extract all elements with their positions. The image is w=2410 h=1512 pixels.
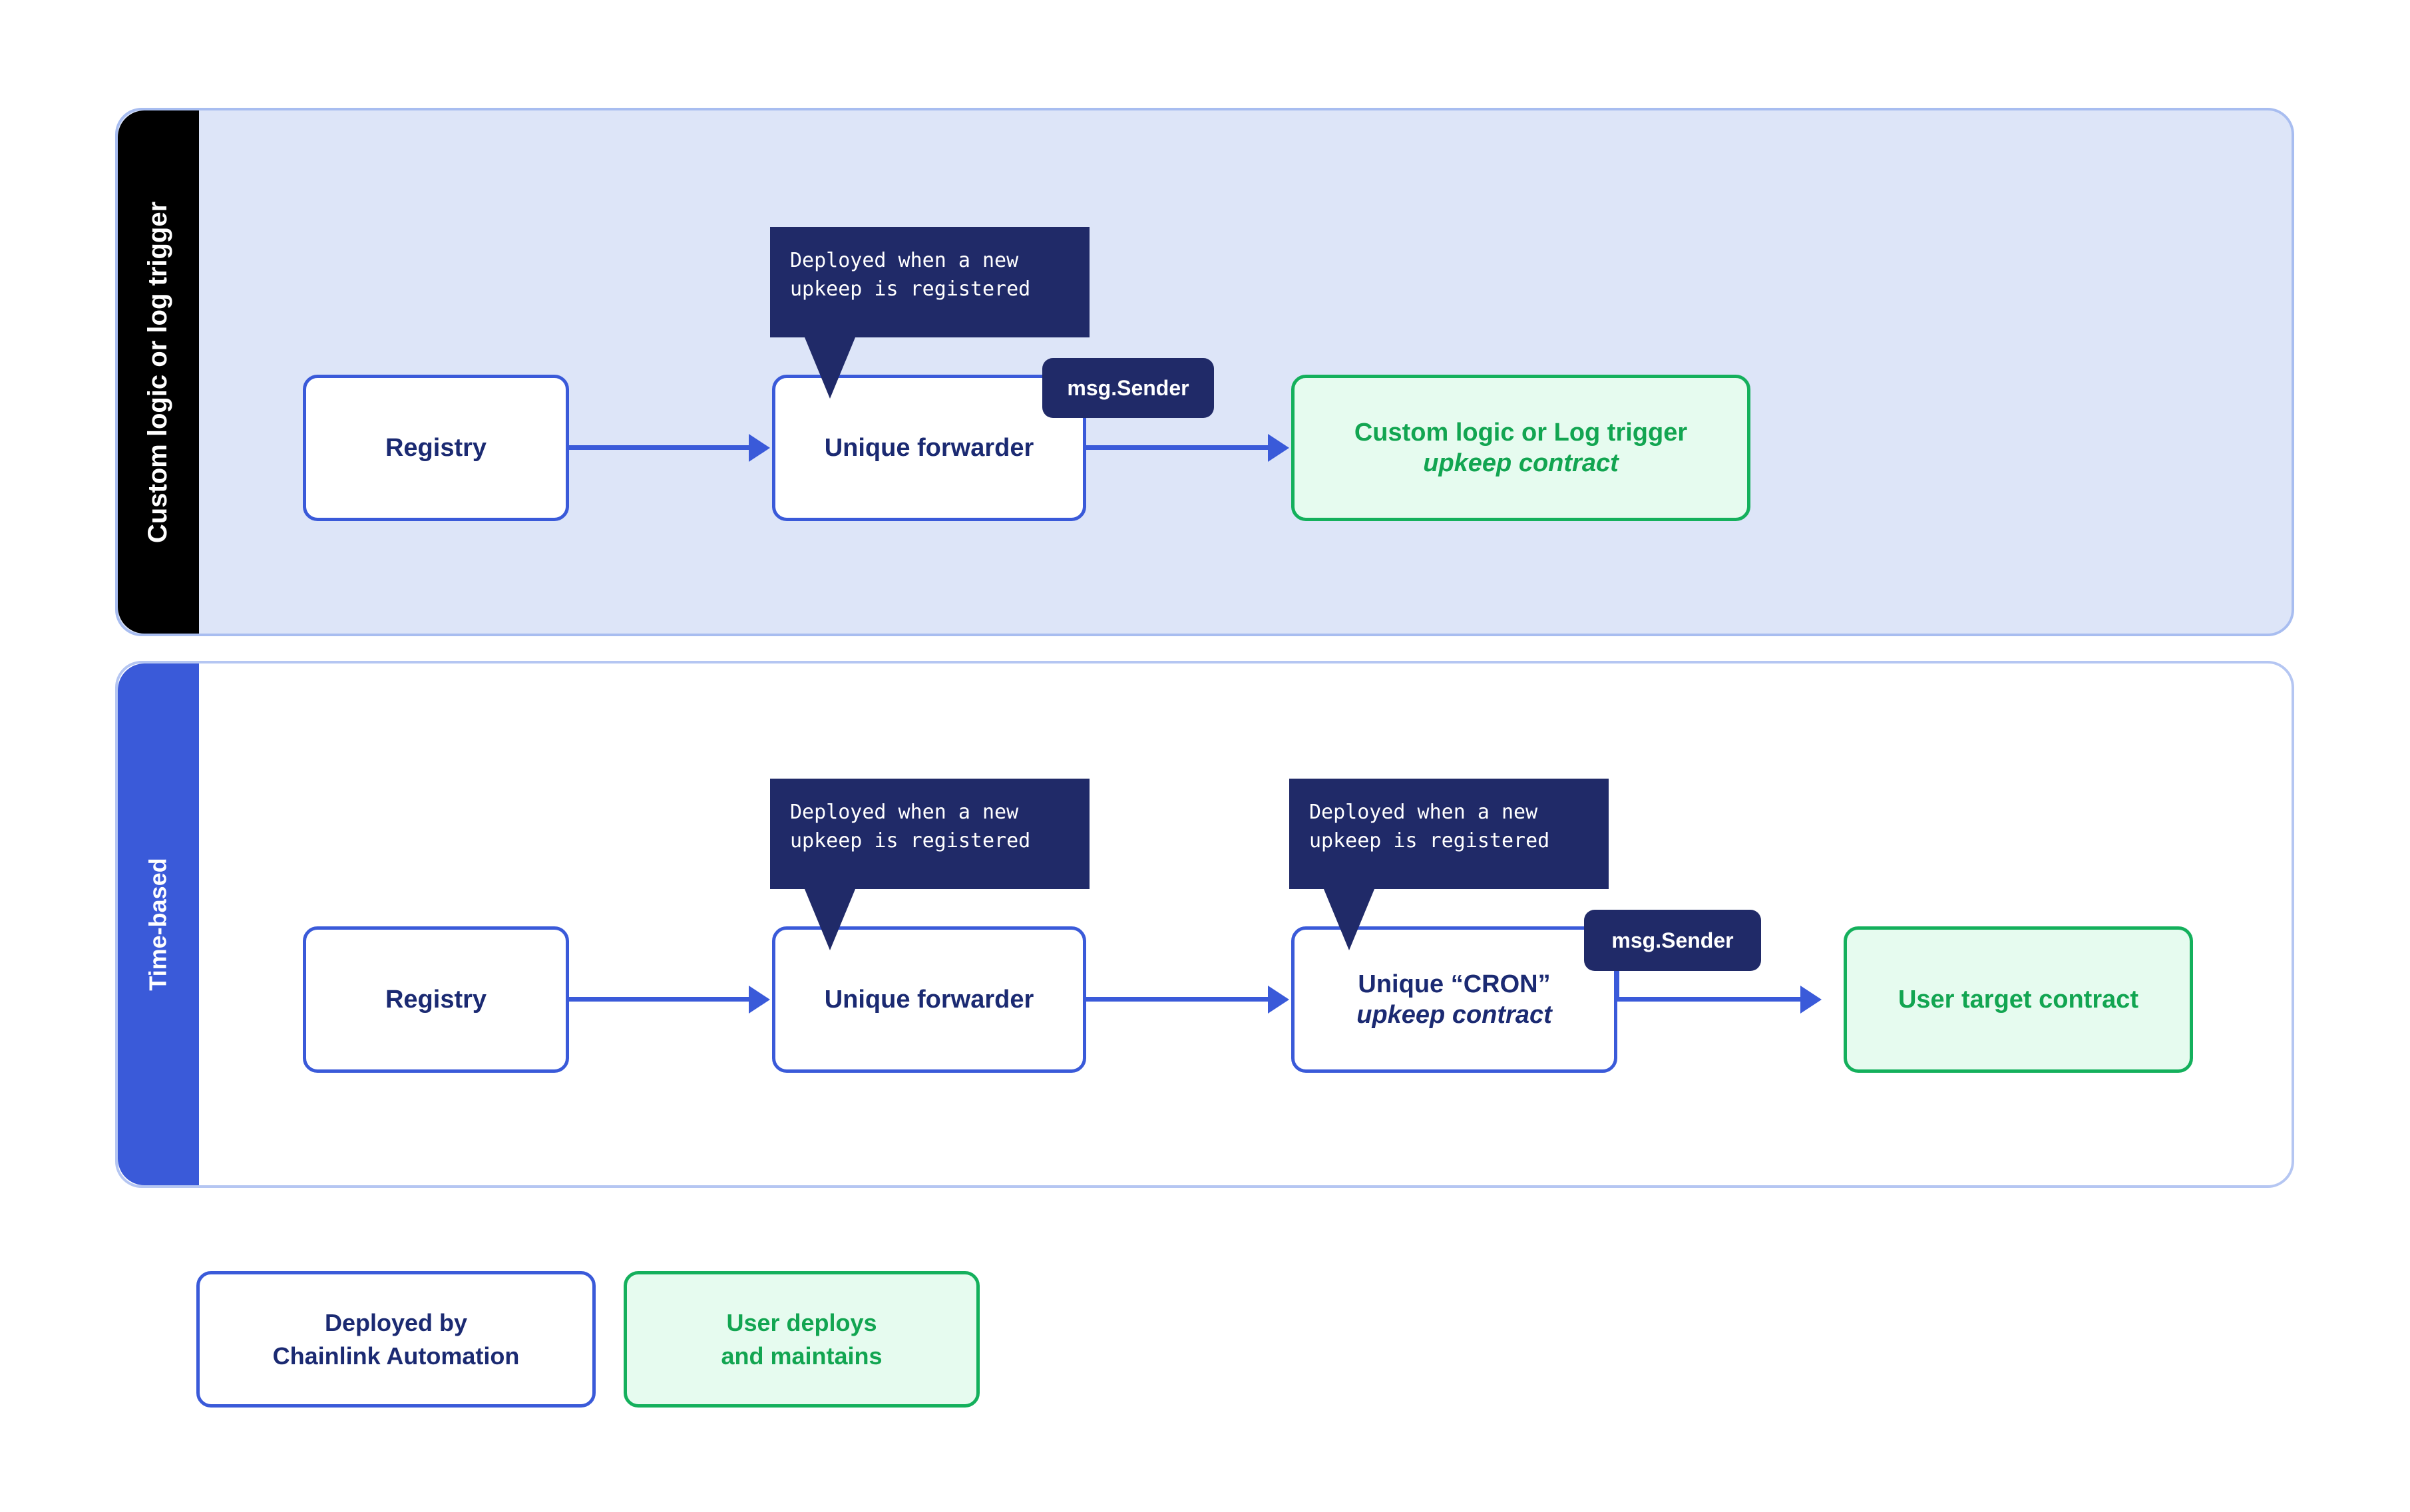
arrow-registry-to-forwarder-lane2 [569, 997, 750, 1002]
node-label: Unique forwarder [824, 433, 1034, 462]
lane-tab-time-based: Time-based [118, 663, 199, 1185]
node-user-target-contract-lane2[interactable]: User target contract [1844, 926, 2193, 1073]
badge-msg-sender-lane1: msg.Sender [1042, 358, 1214, 418]
callout-forwarder-lane1: Deployed when a new upkeep is registered [770, 227, 1090, 399]
badge-msg-sender-lane2: msg.Sender [1584, 910, 1761, 971]
lane-label-custom-logic: Custom logic or log trigger [143, 201, 173, 543]
node-label: Registry [385, 433, 487, 462]
node-label: Registry [385, 985, 487, 1014]
callout-tail-icon [805, 337, 855, 399]
legend-line-1: Deployed by [324, 1308, 468, 1336]
callout-line-2: upkeep is registered [790, 277, 1031, 301]
lane-label-time-based: Time-based [144, 858, 172, 991]
node-registry-lane1[interactable]: Registry [303, 375, 569, 521]
node-upkeep-contract-lane1[interactable]: Custom logic or Log trigger upkeep contr… [1291, 375, 1750, 521]
callout-line-2: upkeep is registered [1309, 829, 1550, 852]
legend-line-2: Chainlink Automation [272, 1342, 520, 1370]
arrow-cron-to-user-target-lane2 [1615, 997, 1802, 1002]
legend-deployed-by-chainlink-automation: Deployed by Chainlink Automation [196, 1271, 596, 1408]
callout-line-2: upkeep is registered [790, 829, 1031, 852]
callout-tail-icon [1324, 889, 1374, 950]
arrow-registry-to-forwarder-lane1 [569, 445, 750, 450]
connector-stub-msg-sender-lane2 [1615, 971, 1619, 999]
callout-cron-lane2: Deployed when a new upkeep is registered [1289, 779, 1609, 950]
node-unique-cron-lane2[interactable]: Unique “CRON” upkeep contract [1291, 926, 1617, 1073]
lane-tab-custom-logic: Custom logic or log trigger [118, 110, 199, 634]
arrow-forwarder-to-cron-lane2 [1086, 997, 1269, 1002]
node-label-line-2: upkeep contract [1356, 1001, 1552, 1029]
legend-line-1: User deploys [726, 1308, 877, 1336]
callout-line-1: Deployed when a new [1309, 801, 1538, 824]
node-label: User target contract [1898, 985, 2139, 1014]
node-label-line-1: Custom logic or Log trigger [1354, 418, 1688, 447]
node-unique-forwarder-lane1[interactable]: Unique forwarder [772, 375, 1086, 521]
node-label-line-2: upkeep contract [1423, 449, 1619, 477]
callout-forwarder-lane2: Deployed when a new upkeep is registered [770, 779, 1090, 950]
legend-line-2: and maintains [721, 1342, 883, 1370]
legend-user-deploys-and-maintains: User deploys and maintains [624, 1271, 980, 1408]
badge-label: msg.Sender [1611, 928, 1734, 952]
node-label-line-1: Unique “CRON” [1358, 970, 1551, 998]
callout-line-1: Deployed when a new [790, 249, 1019, 272]
callout-line-1: Deployed when a new [790, 801, 1019, 824]
badge-label: msg.Sender [1067, 375, 1189, 400]
node-label: Unique forwarder [824, 985, 1034, 1014]
lane-panel-time-based: Time-based [115, 661, 2294, 1188]
node-registry-lane2[interactable]: Registry [303, 926, 569, 1073]
arrow-forwarder-to-upkeep-lane1 [1086, 445, 1269, 450]
callout-tail-icon [805, 889, 855, 950]
node-unique-forwarder-lane2[interactable]: Unique forwarder [772, 926, 1086, 1073]
